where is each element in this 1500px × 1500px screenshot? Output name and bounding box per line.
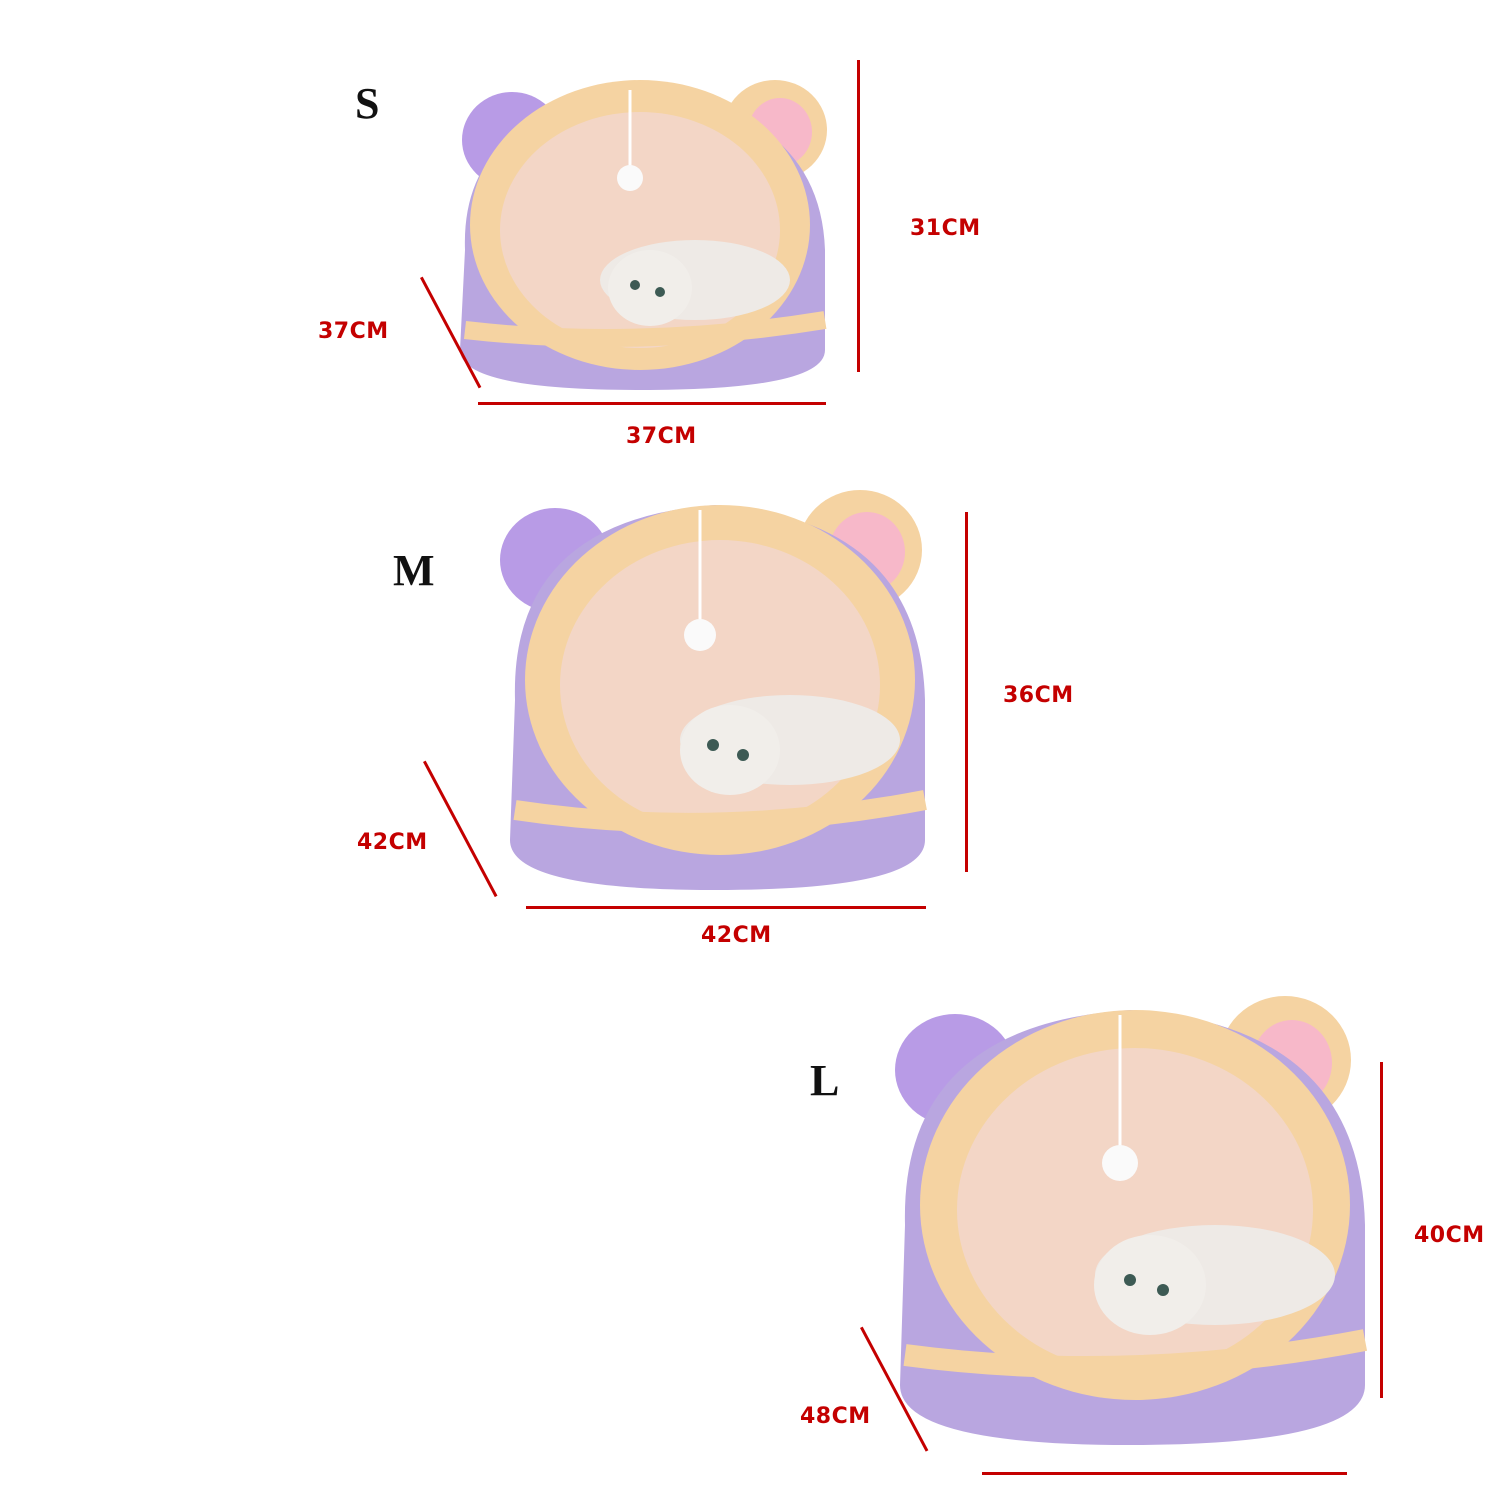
depth-label-l: 48CM: [800, 1404, 871, 1429]
height-line-m: [965, 512, 968, 872]
cat-bed-image-s: [430, 50, 850, 400]
size-label-l: L: [810, 1056, 840, 1105]
height-line-l: [1380, 1062, 1383, 1398]
width-line-s: [478, 402, 826, 405]
width-label-m: 42CM: [701, 923, 772, 948]
cat-bed-image-l: [880, 985, 1380, 1455]
width-line-l: [982, 1472, 1347, 1475]
width-label-s: 37CM: [626, 424, 697, 449]
height-label-s: 31CM: [910, 216, 981, 241]
cat-bed-image-m: [485, 480, 945, 900]
depth-label-m: 42CM: [357, 830, 428, 855]
height-label-m: 36CM: [1003, 683, 1074, 708]
height-line-s: [857, 60, 860, 372]
size-label-m: M: [393, 546, 435, 595]
depth-label-s: 37CM: [318, 319, 389, 344]
width-line-m: [526, 906, 926, 909]
height-label-l: 40CM: [1414, 1223, 1485, 1248]
size-label-s: S: [355, 79, 380, 128]
